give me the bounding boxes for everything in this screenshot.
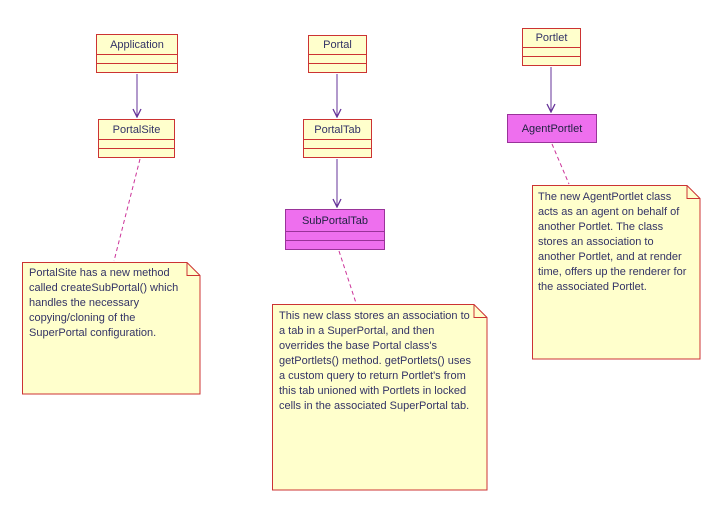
class-box-agentportlet[interactable]: AgentPortlet: [507, 114, 597, 143]
class-name: Application: [110, 38, 164, 51]
operations-compartment: [309, 63, 366, 72]
class-name: AgentPortlet: [521, 122, 583, 135]
operations-compartment: [99, 148, 174, 157]
class-name: PortalTab: [314, 123, 361, 136]
note-link-subportaltab[interactable]: [338, 250, 357, 304]
class-box-portal[interactable]: Portal: [308, 35, 367, 73]
attributes-compartment: [286, 231, 384, 240]
class-name: SubPortalTab: [301, 214, 369, 227]
note-link-agentportlet[interactable]: [551, 143, 570, 185]
class-box-application[interactable]: Application: [96, 34, 178, 73]
class-name: Portlet: [535, 32, 568, 44]
class-box-portlet[interactable]: Portlet: [522, 28, 581, 66]
operations-compartment: [286, 240, 384, 249]
note-portalsite-shape[interactable]: [22, 262, 201, 395]
note-link-portalsite[interactable]: [113, 158, 141, 262]
attributes-compartment: [99, 139, 174, 148]
note-text-agentportlet: The new AgentPortlet class acts as an ag…: [538, 191, 687, 293]
class-box-subportaltab[interactable]: SubPortalTab: [285, 209, 385, 250]
class-name: Portal: [323, 39, 352, 51]
attributes-compartment: [304, 139, 371, 148]
note-fold-icon: [186, 262, 200, 276]
class-box-portaltab[interactable]: PortalTab: [303, 119, 372, 158]
note-text-portalsite: PortalSite has a new method called creat…: [29, 267, 179, 339]
class-box-portalsite[interactable]: PortalSite: [98, 119, 175, 158]
attributes-compartment: [97, 54, 177, 63]
note-agentportlet-shape[interactable]: [532, 185, 701, 360]
operations-compartment: [97, 63, 177, 72]
note-subportaltab-shape[interactable]: [272, 304, 488, 491]
note-text-subportaltab: This new class stores an association to …: [279, 310, 471, 412]
attributes-compartment: [523, 47, 580, 56]
operations-compartment: [523, 56, 580, 65]
class-name: PortalSite: [112, 123, 161, 136]
note-fold-icon: [686, 185, 700, 199]
note-fold-icon: [473, 304, 487, 318]
attributes-compartment: [309, 54, 366, 63]
operations-compartment: [304, 148, 371, 157]
